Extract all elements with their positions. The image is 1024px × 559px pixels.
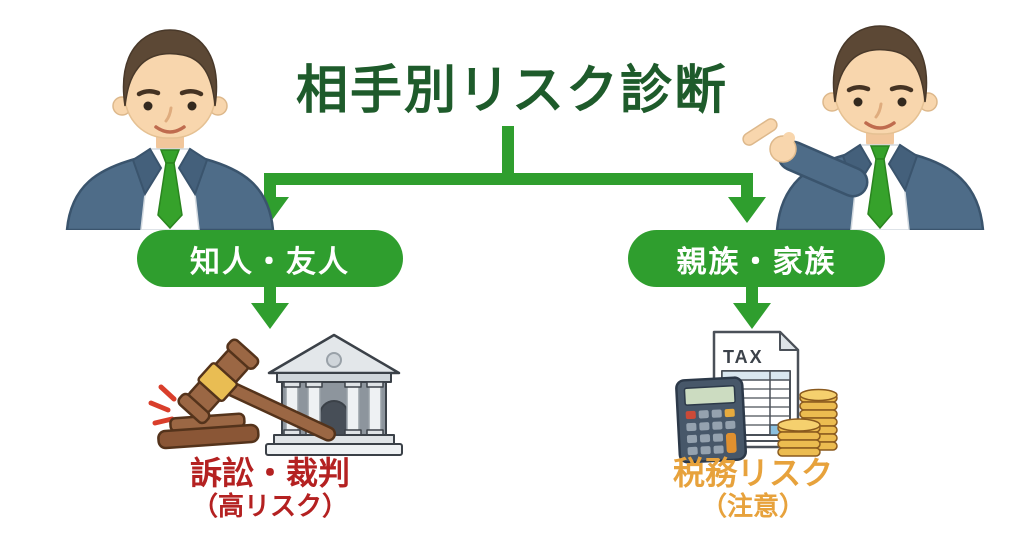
gavel-icon xyxy=(148,338,337,450)
branch-label: 親族・家族 xyxy=(676,245,837,279)
necktie xyxy=(157,149,183,230)
branch-label: 知人・友人 xyxy=(190,245,350,279)
connector-left-result-stem xyxy=(264,287,276,305)
gavel-head xyxy=(177,338,260,425)
risk-severity: （高リスク） xyxy=(191,490,348,521)
thumb xyxy=(783,132,795,144)
impact-lines xyxy=(148,384,177,426)
branch-pill-acquaintances: 知人・友人 xyxy=(137,230,403,287)
risk-outcome: 税務リスク xyxy=(672,455,833,491)
connector-horizontal-bar xyxy=(264,173,753,185)
businessman-left-illustration xyxy=(65,29,275,230)
calculator-buttons xyxy=(685,408,737,456)
risk-caption-tax: 税務リスク （注意） xyxy=(613,455,893,521)
coin-stack-short xyxy=(777,418,821,457)
arrow-down-icon xyxy=(728,197,766,223)
connector-right-result-stem xyxy=(746,287,758,305)
lapel-right xyxy=(177,147,209,197)
connector-left-drop xyxy=(264,185,276,199)
pointing-arm xyxy=(742,118,869,198)
risk-severity: （注意） xyxy=(700,490,805,521)
businessman-pointing-illustration xyxy=(742,25,985,230)
connector-right-drop xyxy=(741,185,753,199)
risk-caption-lawsuit: 訴訟・裁判 （高リスク） xyxy=(130,455,410,521)
tax-label: TAX xyxy=(723,347,764,367)
arrow-down-icon xyxy=(733,303,771,329)
arrow-down-icon xyxy=(251,303,289,329)
lawsuit-icon-group xyxy=(148,333,403,456)
pointing-finger xyxy=(742,118,778,146)
coin-stack-icon xyxy=(777,388,838,457)
face-features xyxy=(136,89,204,134)
connector-title-stem xyxy=(502,126,514,174)
businessman-bust xyxy=(775,25,985,230)
hair xyxy=(122,29,218,107)
calculator-icon xyxy=(675,376,747,464)
risk-outcome: 訴訟・裁判 xyxy=(189,455,350,491)
tax-icon-group: TAX xyxy=(675,330,838,464)
diagram-title: 相手別リスク診断 xyxy=(295,62,728,120)
lapel-left xyxy=(131,147,163,197)
branch-pill-relatives: 親族・家族 xyxy=(628,230,885,287)
